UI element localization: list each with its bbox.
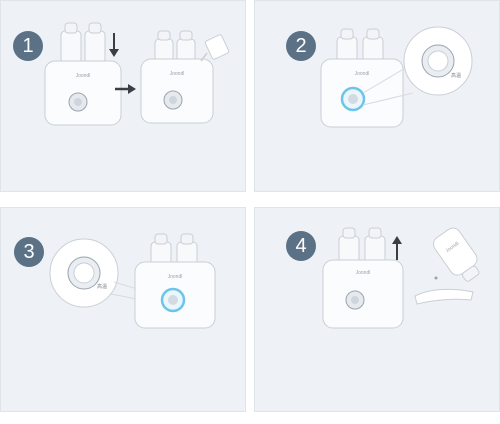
brand-label: Joondl	[168, 274, 183, 280]
step-4-badge: 4	[286, 231, 316, 261]
milk-drop-icon	[434, 276, 438, 280]
tilted-bottle-icon: Joondl	[432, 227, 480, 282]
bottle-warmer-icon	[320, 28, 404, 128]
magnified-dial-icon: 高温	[403, 26, 473, 96]
arrow-up-icon	[392, 236, 402, 260]
highlighted-knob-icon	[160, 287, 186, 313]
brand-label: Joondl	[356, 270, 371, 276]
zoom-connector-line	[362, 66, 408, 94]
step-3-badge: 3	[14, 237, 44, 267]
brand-label: Joondl	[355, 71, 370, 77]
highlighted-knob-icon	[340, 86, 366, 112]
brand-label: Joondl	[76, 73, 91, 79]
dial-label-high: 高温	[97, 283, 107, 290]
wrist-test-icon	[414, 288, 474, 305]
arrow-right-icon	[115, 84, 136, 94]
dial-label-high: 高温	[451, 72, 461, 79]
brand-label: Joondl	[170, 71, 185, 77]
bottle-warmer-icon	[140, 30, 214, 124]
step-3-panel: 3 高温 Joondl	[0, 207, 246, 412]
step-1-badge: 1	[13, 31, 43, 61]
step-1-illustration: Joondl Joondl	[44, 22, 230, 126]
bottle-warmer-icon	[322, 227, 404, 329]
arrow-down-icon	[109, 33, 119, 57]
step-3-illustration: 高温 Joondl	[49, 233, 216, 329]
step-2-panel: 2 高温 Joondl	[254, 0, 500, 192]
bottle-warmer-icon	[134, 233, 216, 329]
step-1-panel: 1	[0, 0, 246, 192]
pour-water-icon	[200, 34, 230, 62]
step-2-illustration: 高温 Joondl	[320, 26, 473, 128]
zoom-connector-line	[362, 92, 414, 106]
magnified-dial-icon: 高温	[49, 238, 119, 308]
step-2-badge: 2	[286, 31, 316, 61]
step-4-panel: 4 Joondl Joondl	[254, 207, 500, 412]
bottle-warmer-icon	[44, 22, 122, 126]
step-4-illustration: Joondl Joondl	[322, 227, 480, 329]
